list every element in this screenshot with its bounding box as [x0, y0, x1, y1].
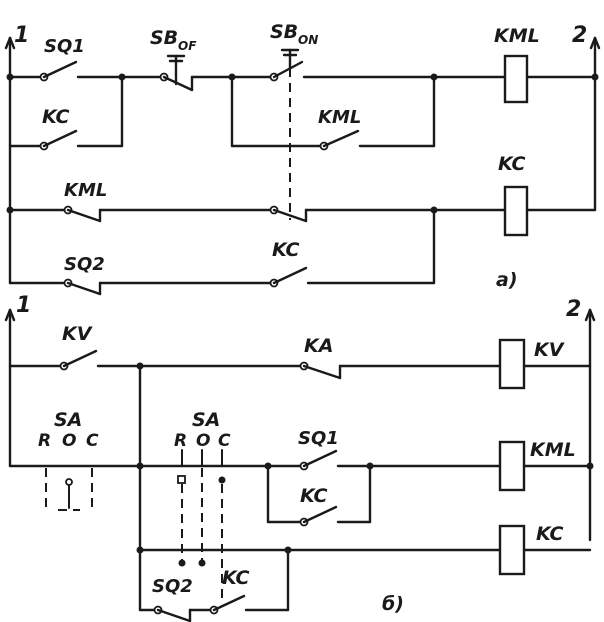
rail-2-b-label: 2 [566, 297, 581, 322]
label-kml-nc-a: KML [64, 180, 107, 201]
label-kc-bottom-a: KC [272, 239, 300, 261]
label-sa-left-c: C [86, 431, 99, 451]
label-sa-left-o: O [62, 431, 76, 451]
sa-mid-c [218, 476, 226, 484]
label-sa-mid-r: R [174, 431, 187, 451]
rail-2-a-label: 2 [572, 23, 587, 48]
sa-mid-r [177, 475, 186, 484]
kc-contact-b [302, 505, 338, 524]
sq2-contact-a [66, 281, 102, 296]
label-sb-off: SB [150, 27, 178, 49]
label-kv-coil-b: KV [534, 339, 565, 361]
label-sb-on-sub: ON [298, 33, 318, 47]
label-kml-coil-a: KML [494, 25, 540, 47]
label-sa-left-r: R [38, 431, 51, 451]
sq1-contact-a [42, 60, 78, 79]
label-sb-off-sub: OF [178, 39, 197, 53]
kc-contact-a [42, 129, 78, 148]
label-sa-mid: SA [192, 409, 220, 431]
sq2-contact-b [156, 608, 192, 622]
diagram-a: 1 2 [4, 21, 601, 296]
rail-1-a-arrow [4, 36, 12, 50]
subfigure-label-a: a) [496, 269, 518, 291]
kml-coil-b [498, 440, 526, 492]
rail-1-a-arrow2 [8, 36, 16, 50]
label-sq2-a: SQ2 [64, 254, 105, 275]
label-kml-coil-b: KML [530, 439, 576, 461]
label-kv-contact-b: KV [62, 323, 93, 345]
kc-coil-a [503, 185, 529, 237]
rail-1-b-label: 1 [16, 293, 31, 318]
subfigure-label-b: б) [382, 593, 404, 615]
ka-contact-b [302, 364, 342, 380]
rail-2-a-arrow [589, 36, 597, 50]
label-kc-coil-a: KC [498, 153, 526, 175]
label-sq2-b: SQ2 [152, 576, 193, 597]
sb-on-contact [272, 60, 304, 79]
label-sa-mid-o: O [196, 431, 210, 451]
rail-2-a-arrow2 [593, 36, 601, 50]
kc-coil-b [498, 524, 526, 576]
diagram-b: 1 2 [4, 293, 596, 622]
sq1-contact-b [302, 449, 338, 468]
label-kc-contact-b: KC [300, 485, 328, 507]
rail-1-a-label: 1 [14, 23, 29, 48]
kc-bottom-contact-b [212, 594, 246, 612]
sb-on-nc-contact [272, 208, 308, 223]
kv-contact-b [62, 349, 98, 368]
kc-bottom-contact-a [272, 266, 308, 285]
label-sa-mid-c: C [218, 431, 231, 451]
label-sb-on: SB [270, 21, 298, 43]
sb-off-contact [162, 75, 194, 92]
kml-nc-contact-a [66, 208, 102, 223]
label-kc-a: KC [42, 106, 70, 128]
label-sa-left: SA [54, 409, 82, 431]
label-sq1-b: SQ1 [298, 428, 339, 449]
label-kc-coil-b: KC [536, 523, 564, 545]
kv-coil-b [498, 338, 526, 390]
kml-hold-contact-a [322, 129, 360, 148]
kml-coil-a [503, 54, 529, 104]
label-kml-hold-a: KML [318, 107, 361, 128]
label-ka-b: KA [304, 335, 333, 357]
label-kc-bottom-b: KC [222, 567, 250, 589]
label-sq1-a: SQ1 [44, 36, 85, 57]
